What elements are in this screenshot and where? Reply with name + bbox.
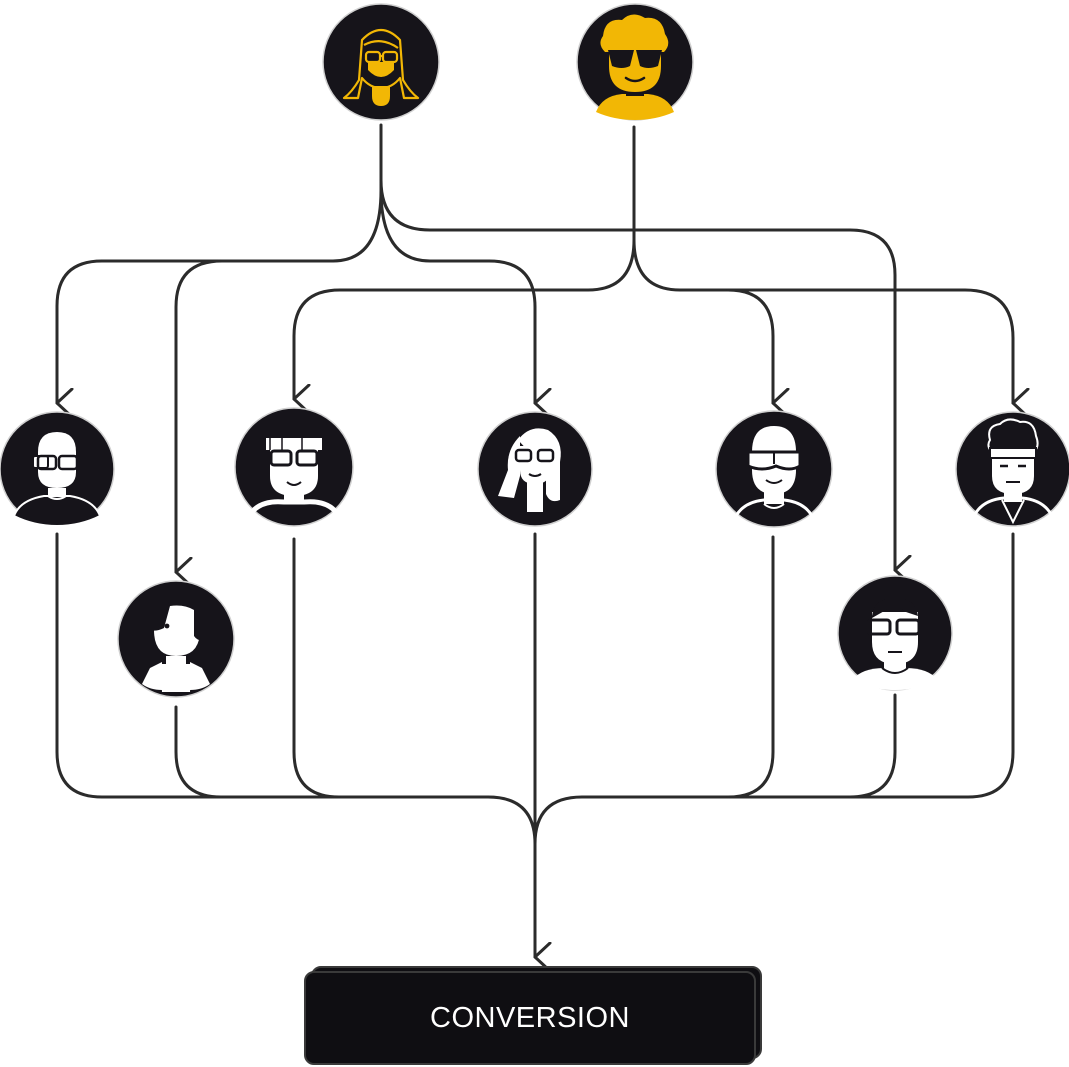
conversion-box[interactable]: CONVERSION	[304, 971, 756, 1065]
source-avatar-a[interactable]	[322, 3, 440, 121]
woman-long-wavy-hair-glasses-avatar-icon	[498, 428, 561, 512]
connector-r6-to-merge	[848, 693, 897, 799]
recipient-avatar-r3[interactable]	[234, 407, 354, 527]
connector-r5-to-merge	[726, 535, 775, 799]
connector-r7-to-merge	[533, 532, 1015, 846]
recipient-avatar-r6[interactable]	[837, 575, 953, 691]
recipient-avatar-r2[interactable]	[117, 580, 235, 698]
man-curly-hair-headband-avatar-icon	[972, 418, 1054, 525]
connector-r3-to-merge	[292, 537, 341, 799]
connector-source-a-to-r2	[174, 259, 335, 572]
connector-r2-to-merge	[174, 705, 223, 799]
connector-source-b-to-r3	[292, 238, 636, 399]
connector-source-a-to-r4	[379, 188, 535, 403]
man-glasses-flat-hair-avatar-icon	[250, 438, 338, 514]
connector-source-a-to-r6	[379, 178, 895, 570]
man-goggles-avatar-icon	[734, 426, 814, 517]
recipient-avatar-r5[interactable]	[715, 410, 833, 528]
recipient-avatar-r1[interactable]	[0, 411, 115, 528]
connector-source-b-to-r7	[726, 288, 1013, 403]
woman-bob-hair-avatar-icon	[142, 585, 210, 692]
connector-r1-to-merge	[55, 532, 537, 846]
conversion-label: CONVERSION	[430, 1001, 630, 1034]
bald-man-glasses-avatar-icon	[12, 432, 102, 528]
man-glasses-short-hair-avatar-icon	[852, 598, 938, 690]
connector-source-a-to-r1	[55, 188, 383, 403]
recipient-avatar-r7[interactable]	[955, 411, 1069, 527]
connector-source-b-to-r5	[632, 238, 773, 403]
recipient-avatar-r4[interactable]	[477, 411, 593, 527]
source-avatar-b[interactable]	[576, 3, 694, 121]
